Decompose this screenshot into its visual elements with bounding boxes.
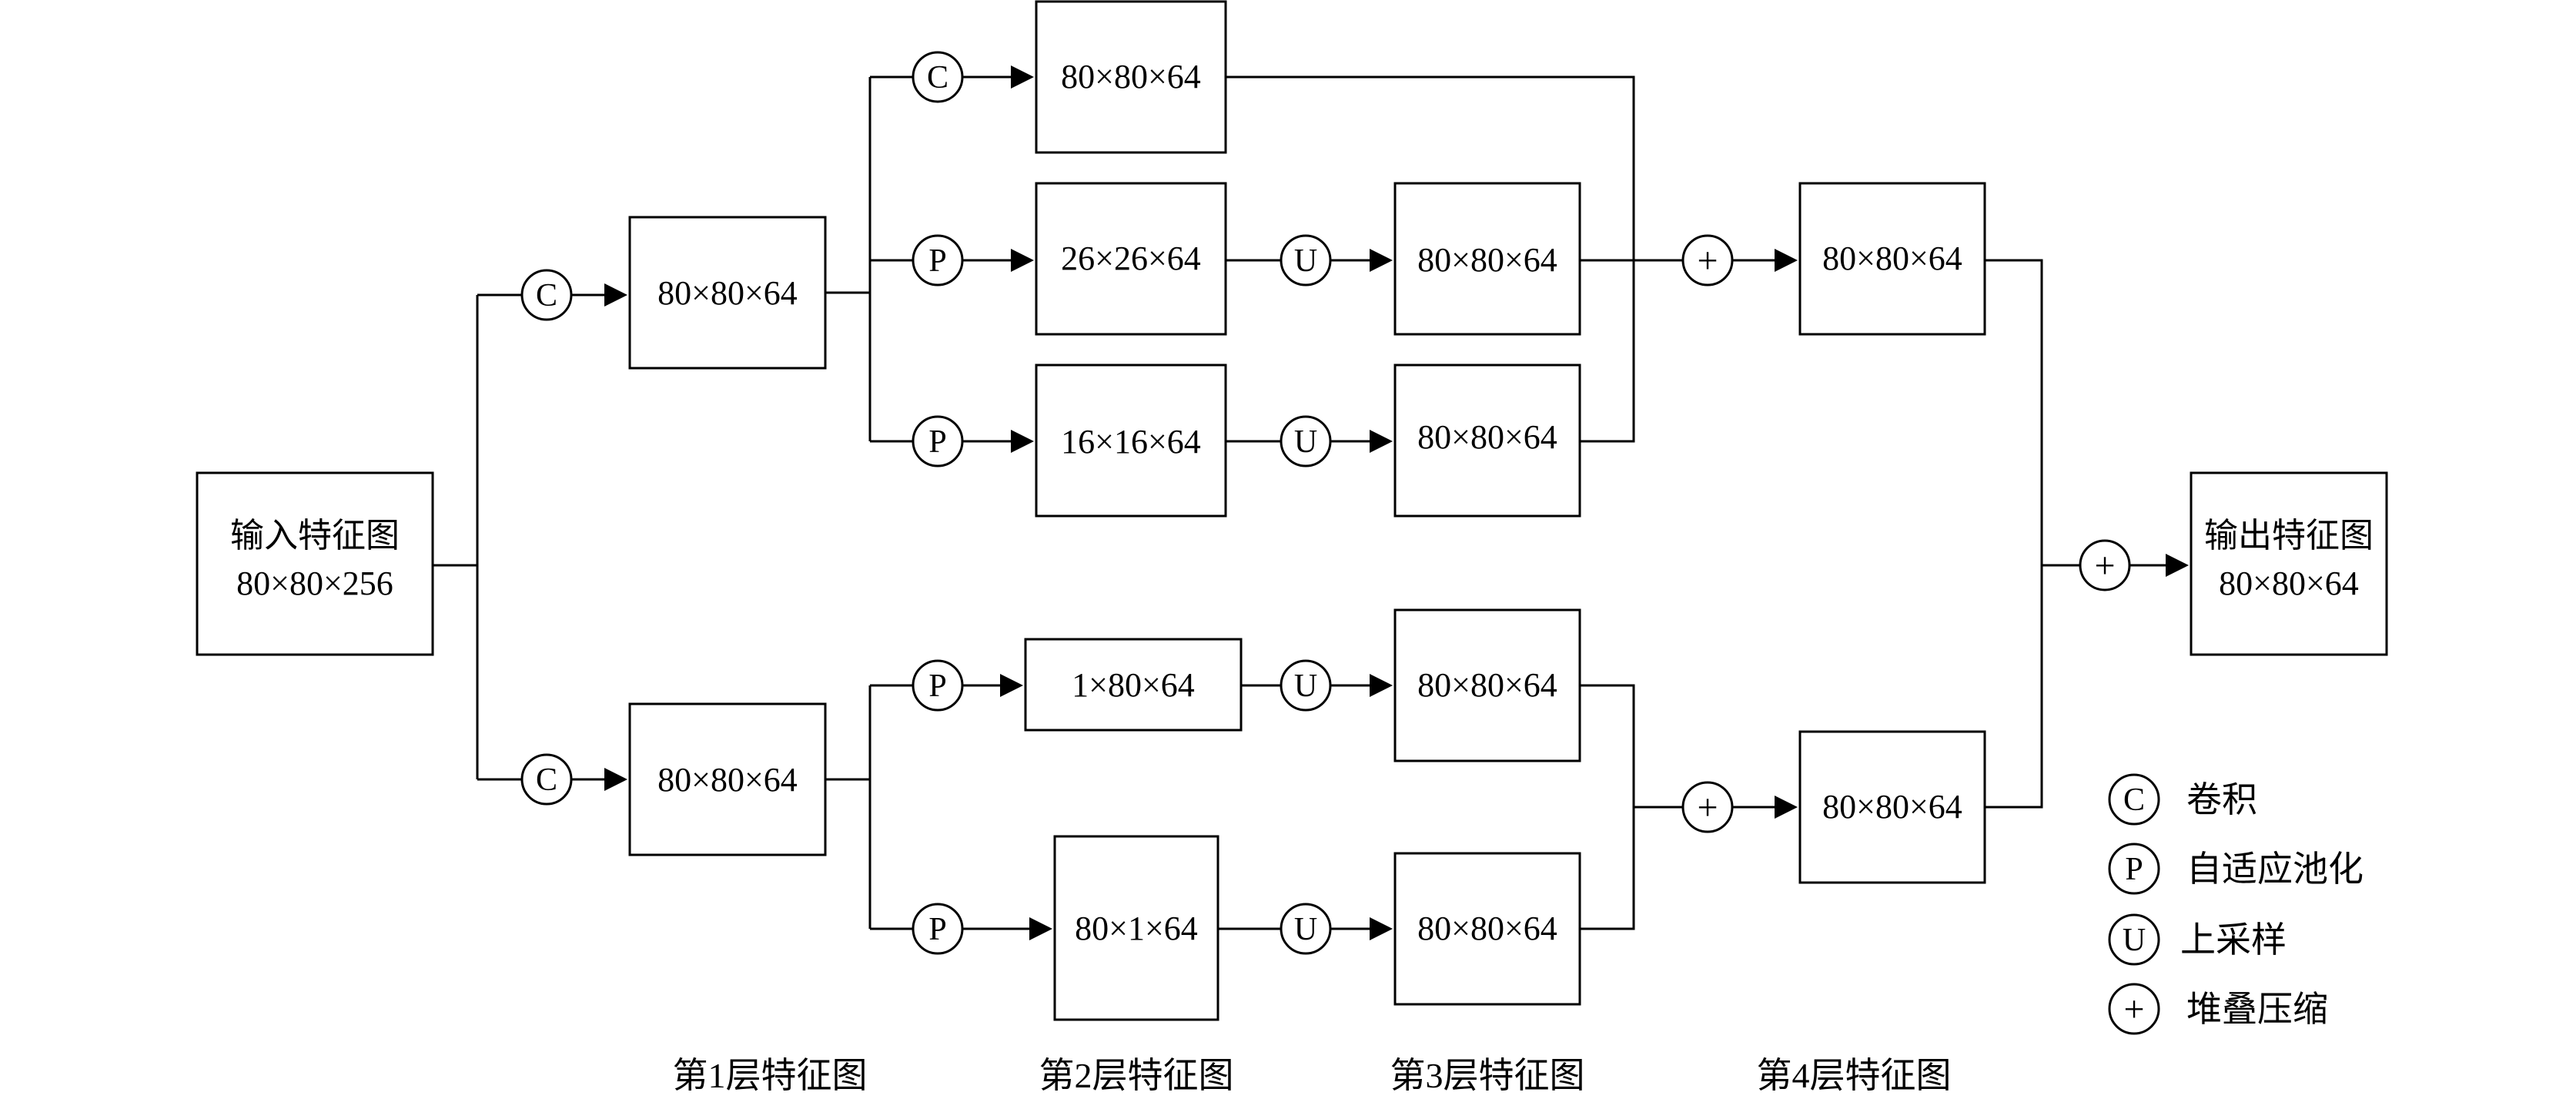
legend-label-upsample: 上采样 — [2180, 920, 2287, 960]
svg-text:P: P — [928, 424, 946, 460]
svg-text:C: C — [927, 60, 948, 95]
svg-text:+: + — [1697, 240, 1718, 281]
layer3-box-5: 80×80×64 — [1393, 852, 1581, 1006]
svg-text:C: C — [536, 762, 557, 798]
layer1-top-box: 80×80×64 — [628, 216, 827, 370]
legend-item-pool: P 自适应池化 — [2108, 843, 2364, 895]
layer4-top-dims: 80×80×64 — [1822, 240, 1962, 277]
layer2-box-4: 1×80×64 — [1024, 638, 1243, 732]
svg-text:P: P — [2125, 852, 2143, 887]
svg-text:U: U — [2123, 923, 2146, 958]
layer2-box-3-dims: 16×16×64 — [1061, 423, 1201, 461]
svg-text:+: + — [2123, 989, 2144, 1030]
svg-text:U: U — [1294, 424, 1317, 460]
layer4-bottom-box: 80×80×64 — [1798, 730, 1986, 884]
upsample-op-branch-2: U — [1280, 234, 1332, 286]
layer2-box-5: 80×1×64 — [1053, 835, 1219, 1021]
layer2-box-3: 16×16×64 — [1035, 364, 1227, 518]
input-title: 输入特征图 — [230, 517, 400, 555]
svg-text:P: P — [928, 912, 946, 947]
stack-op-final: + — [2079, 539, 2131, 591]
layer1-bottom-dims: 80×80×64 — [657, 761, 798, 799]
layer2-box-1-dims: 80×80×64 — [1061, 58, 1201, 95]
layer2-box-1: 80×80×64 — [1035, 0, 1227, 154]
pool-op-branch-5: P — [912, 903, 964, 955]
layer-label-3: 第3层特征图 — [1390, 1056, 1585, 1095]
legend: C 卷积 P 自适应池化 U 上采样 + 堆叠压缩 — [2108, 773, 2364, 1035]
layer-label-1: 第1层特征图 — [673, 1056, 868, 1095]
output-dims: 80×80×64 — [2219, 565, 2359, 602]
layer4-bottom-dims: 80×80×64 — [1822, 788, 1962, 826]
legend-item-conv: C 卷积 — [2108, 773, 2257, 826]
layer1-top-dims: 80×80×64 — [657, 274, 798, 312]
svg-text:U: U — [1294, 668, 1317, 704]
connectors — [433, 65, 2189, 940]
layer3-box-5-dims: 80×80×64 — [1417, 910, 1557, 947]
svg-text:+: + — [1697, 787, 1718, 828]
conv-op-branch-1: C — [912, 51, 964, 103]
output-title: 输出特征图 — [2204, 517, 2374, 555]
layer3-box-3: 80×80×64 — [1393, 364, 1581, 518]
svg-text:P: P — [928, 243, 946, 279]
layer2-box-4-dims: 1×80×64 — [1072, 666, 1195, 704]
layer-label-2: 第2层特征图 — [1039, 1056, 1234, 1095]
pool-op-branch-3: P — [912, 415, 964, 467]
legend-label-conv: 卷积 — [2186, 780, 2257, 819]
layer3-box-4: 80×80×64 — [1393, 608, 1581, 762]
svg-text:C: C — [2123, 782, 2145, 818]
stack-op-top: + — [1681, 234, 1734, 286]
svg-text:P: P — [928, 668, 946, 704]
legend-label-pool: 自适应池化 — [2186, 849, 2364, 889]
svg-text:U: U — [1294, 912, 1317, 947]
conv-op-top: C — [520, 269, 573, 321]
layer3-box-2-dims: 80×80×64 — [1417, 241, 1557, 279]
stack-op-bottom: + — [1681, 781, 1734, 833]
upsample-op-branch-4: U — [1280, 659, 1332, 712]
output-feature-map: 输出特征图 80×80×64 — [2190, 471, 2388, 656]
upsample-op-branch-3: U — [1280, 415, 1332, 467]
pool-op-branch-2: P — [912, 234, 964, 286]
upsample-op-branch-5: U — [1280, 903, 1332, 955]
layer2-box-2-dims: 26×26×64 — [1061, 240, 1201, 277]
layer3-box-3-dims: 80×80×64 — [1417, 418, 1557, 456]
layer3-box-2: 80×80×64 — [1393, 182, 1581, 336]
layer1-bottom-box: 80×80×64 — [628, 702, 827, 856]
legend-label-stack: 堆叠压缩 — [2186, 990, 2328, 1029]
svg-text:U: U — [1294, 243, 1317, 279]
layer-labels: 第1层特征图 第2层特征图 第3层特征图 第4层特征图 — [673, 1056, 1952, 1095]
legend-item-upsample: U 上采样 — [2108, 913, 2287, 966]
svg-text:C: C — [536, 278, 557, 313]
layer3-box-4-dims: 80×80×64 — [1417, 666, 1557, 704]
svg-text:+: + — [2094, 545, 2115, 586]
input-dims: 80×80×256 — [236, 565, 393, 602]
ops: C C C P P P P U — [520, 51, 2131, 955]
pool-op-branch-4: P — [912, 659, 964, 712]
layer4-top-box: 80×80×64 — [1798, 182, 1986, 336]
layer-label-4: 第4层特征图 — [1757, 1056, 1952, 1095]
conv-op-bottom: C — [520, 753, 573, 806]
layer2-box-5-dims: 80×1×64 — [1075, 910, 1198, 947]
input-feature-map: 输入特征图 80×80×256 — [196, 471, 434, 656]
layer2-box-2: 26×26×64 — [1035, 182, 1227, 336]
legend-item-stack: + 堆叠压缩 — [2108, 983, 2328, 1035]
